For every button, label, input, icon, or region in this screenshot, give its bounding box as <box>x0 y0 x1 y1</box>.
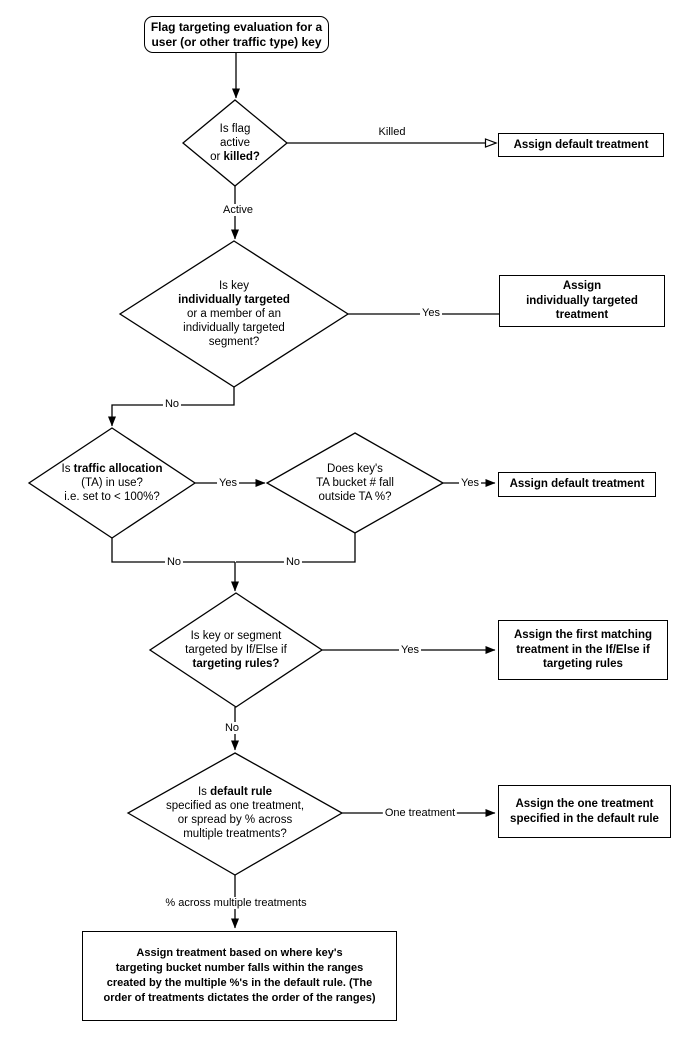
edge-label-no-targeting-rules: No <box>222 722 242 734</box>
edge-no-ta-bucket <box>236 533 356 563</box>
decision-targeting-rules-shape <box>148 592 324 708</box>
edge-label-pct-across: % across multiple treatments <box>163 897 309 909</box>
assign-default-treatment-killed-label: Assign default treatment <box>513 138 649 151</box>
assign-default-treatment-ta-label: Assign default treatment <box>509 478 645 491</box>
edge-no-traffic-allocation <box>111 538 235 563</box>
edge-label-no-traffic-allocation: No <box>164 556 184 568</box>
edge-label-no-ta-bucket: No <box>283 556 303 568</box>
edge-label-yes-individually-targeted: Yes <box>420 307 442 319</box>
edge-label-killed: Killed <box>376 126 408 138</box>
edge-label-no-individually-targeted: No <box>162 398 182 410</box>
edge-label-one-treatment: One treatment <box>382 807 458 819</box>
assign-default-treatment-killed-box: Assign default treatment <box>498 133 664 157</box>
edge-label-yes-targeting-rules: Yes <box>399 644 421 656</box>
assign-default-treatment-ta-box: Assign default treatment <box>498 472 656 497</box>
decision-traffic-allocation-label: Is traffic allocation(TA) in use?i.e. se… <box>61 463 163 503</box>
edge-label-yes-traffic-allocation: Yes <box>217 477 239 489</box>
edge-label-active: Active <box>221 204 255 216</box>
edge-label-yes-ta-bucket: Yes <box>459 477 481 489</box>
